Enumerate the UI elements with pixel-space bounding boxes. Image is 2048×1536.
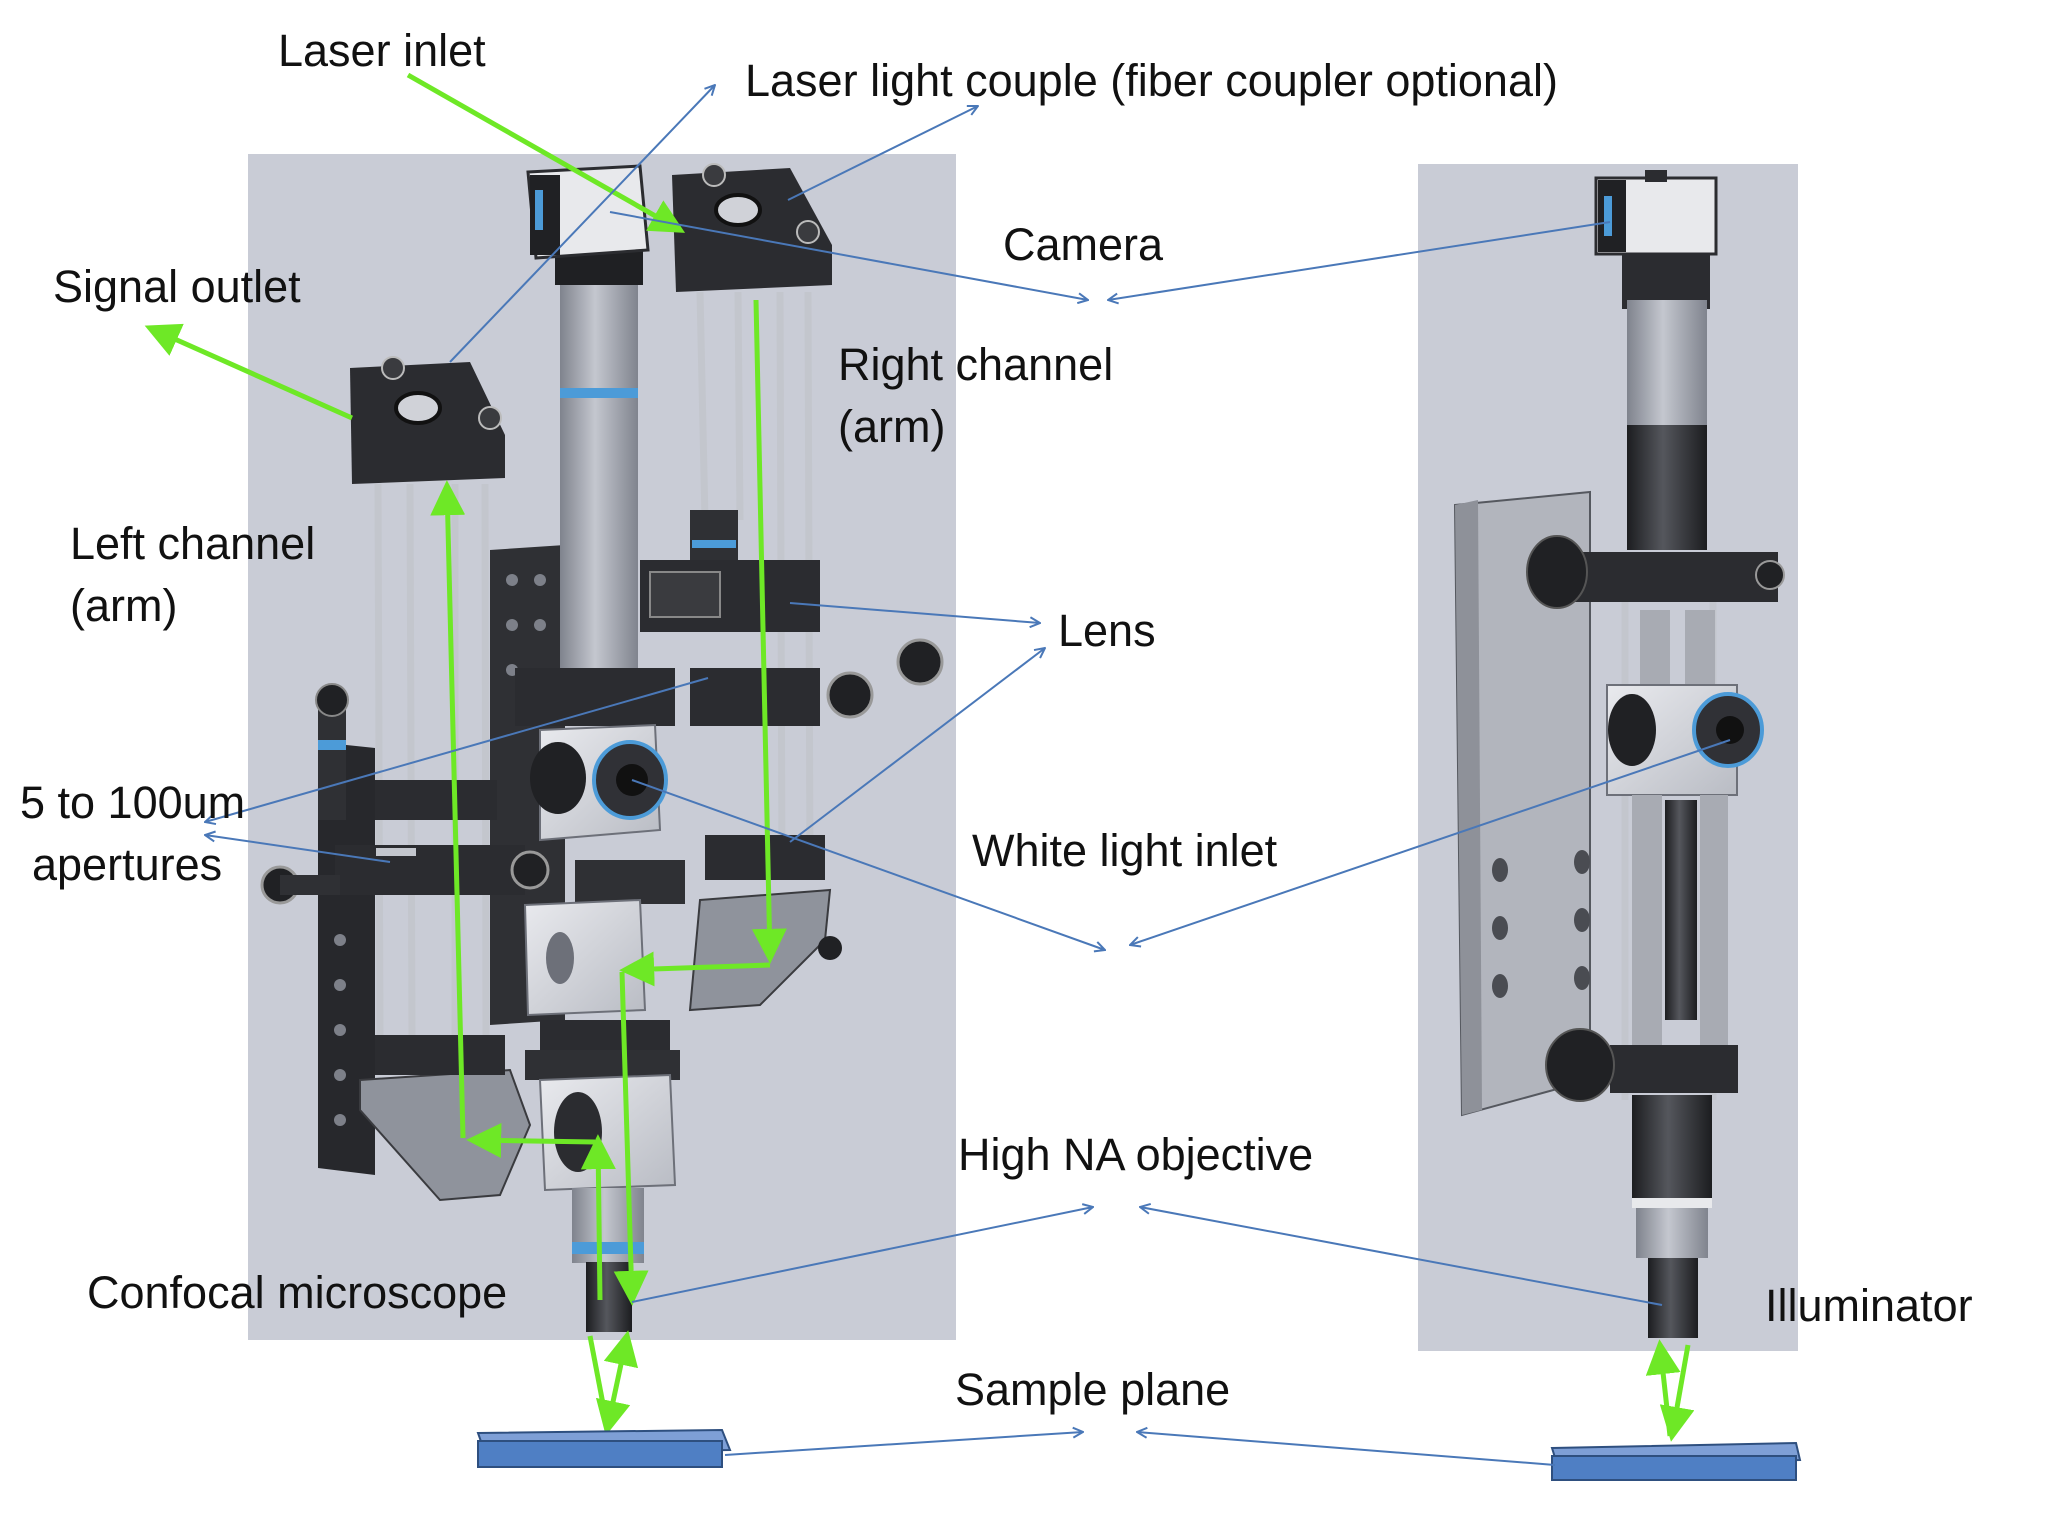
leader-camera-right bbox=[1108, 221, 1611, 300]
plate-holes bbox=[334, 574, 546, 1126]
beam-to-sample-b bbox=[587, 1335, 611, 1431]
label-apertures-line2: apertures bbox=[32, 839, 223, 890]
sample-slab-left bbox=[476, 1428, 732, 1468]
illuminator-plate-holes bbox=[1492, 850, 1590, 998]
label-sample-plane: Sample plane bbox=[955, 1364, 1231, 1415]
beam-to-sample-a bbox=[595, 1330, 639, 1436]
left-aperture-block-upper bbox=[375, 780, 497, 820]
label-lens: Lens bbox=[1058, 605, 1156, 656]
leader-sample-left bbox=[724, 1432, 1083, 1456]
illuminator-beam bbox=[1645, 1339, 1695, 1442]
leader-objective-left bbox=[631, 1207, 1093, 1303]
beam-left-channel-up bbox=[430, 480, 466, 1139]
illuminator-tube bbox=[1632, 1095, 1712, 1205]
lower-cube-upper bbox=[575, 860, 685, 904]
leader-aperture-1 bbox=[205, 677, 709, 822]
lower-cube bbox=[523, 898, 647, 1017]
leader-lines bbox=[205, 85, 1731, 1466]
objective-tip bbox=[586, 1262, 632, 1332]
leader-white-light-right bbox=[1130, 739, 1731, 945]
label-signal-outlet: Signal outlet bbox=[53, 261, 301, 312]
camera-face-left bbox=[530, 175, 560, 255]
illuminator-cube bbox=[1606, 684, 1764, 796]
leader-objective-right bbox=[1140, 1207, 1663, 1306]
leader-couple-left bbox=[449, 85, 715, 363]
illuminator-render bbox=[1418, 164, 1802, 1481]
illuminator-tip bbox=[1648, 1258, 1698, 1338]
confocal-microscope-render bbox=[144, 72, 956, 1468]
label-camera: Camera bbox=[1003, 219, 1164, 270]
right-aperture-block bbox=[705, 835, 825, 880]
beam-center-down bbox=[613, 971, 649, 1306]
leader-lens-2 bbox=[789, 648, 1045, 843]
leader-lens-1 bbox=[789, 602, 1040, 623]
label-white-light-inlet: White light inlet bbox=[972, 825, 1278, 876]
beam-right-channel-down bbox=[751, 299, 787, 964]
leader-sample-right bbox=[1137, 1432, 1556, 1466]
beam-right-to-center bbox=[619, 951, 771, 987]
illum-beam-b bbox=[1659, 1344, 1695, 1442]
leader-aperture-2 bbox=[205, 835, 391, 863]
label-right-channel-line1: Right channel bbox=[838, 339, 1114, 390]
beam-signal-outlet bbox=[144, 323, 354, 421]
label-confocal-microscope: Confocal microscope bbox=[87, 1267, 508, 1318]
label-left-channel: Left channel (arm) bbox=[70, 513, 315, 637]
illum-beam-a bbox=[1645, 1339, 1681, 1437]
label-right-channel: Right channel (arm) bbox=[838, 334, 1113, 458]
label-left-channel-line2: (arm) bbox=[70, 580, 178, 631]
label-apertures-line1: 5 to 100um bbox=[20, 777, 246, 828]
label-laser-inlet: Laser inlet bbox=[278, 25, 486, 76]
label-illuminator: Illuminator bbox=[1765, 1280, 1973, 1331]
left-aperture-housing bbox=[318, 700, 346, 820]
beam-return-up bbox=[580, 1134, 616, 1301]
illuminator-top-block bbox=[1560, 552, 1778, 602]
leader-white-light-left bbox=[631, 779, 1105, 950]
sample-slab-right bbox=[1550, 1441, 1802, 1481]
leader-camera-left bbox=[609, 211, 1088, 300]
label-apertures: 5 to 100um apertures bbox=[20, 772, 245, 896]
label-left-channel-line1: Left channel bbox=[70, 518, 316, 569]
beam-laser-inlet bbox=[406, 72, 686, 233]
confocal-beam-path bbox=[144, 72, 787, 1436]
label-laser-light-couple: Laser light couple (fiber coupler option… bbox=[745, 55, 1558, 106]
main-tube bbox=[560, 278, 638, 678]
beam-to-left-arm bbox=[466, 1122, 596, 1158]
left-aperture-block-lower bbox=[335, 845, 525, 895]
beam-splitter-cube bbox=[530, 723, 668, 842]
label-high-na-objective: High NA objective bbox=[958, 1129, 1314, 1180]
central-lens-block bbox=[515, 668, 675, 726]
main-tube-ring bbox=[560, 388, 638, 398]
label-right-channel-line2: (arm) bbox=[838, 401, 946, 452]
illuminator-upper-tube bbox=[1627, 425, 1707, 550]
illuminator-lower-block bbox=[1610, 1045, 1738, 1093]
leader-couple-right bbox=[787, 106, 978, 201]
illuminator-collar bbox=[1622, 254, 1710, 309]
left-fold-mirror bbox=[359, 1068, 532, 1202]
